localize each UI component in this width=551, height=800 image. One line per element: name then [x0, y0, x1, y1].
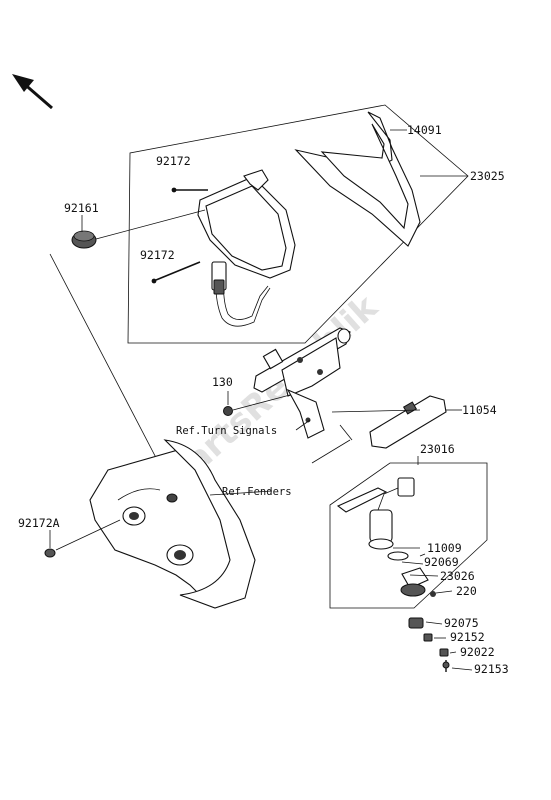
label-11009: 11009	[427, 541, 462, 555]
reflector-bracket	[331, 395, 447, 449]
label-130: 130	[212, 375, 233, 389]
ref-fenders: Ref.Fenders	[222, 486, 292, 498]
screw-92172A	[44, 519, 121, 558]
license-light-group-frame	[329, 462, 488, 609]
taillight-cover	[294, 111, 421, 247]
label-11054: 11054	[462, 403, 497, 417]
taillight-group-frame	[127, 104, 469, 344]
label-92172-top: 92172	[156, 154, 191, 168]
label-92172-mid: 92172	[140, 248, 175, 262]
label-92069: 92069	[424, 555, 459, 569]
screw-92172-mid	[151, 261, 201, 284]
label-23016: 23016	[420, 442, 455, 456]
label-92153: 92153	[474, 662, 509, 676]
screw-92172-top	[171, 187, 208, 193]
label-92161: 92161	[64, 201, 99, 215]
license-bracket	[253, 327, 351, 439]
rear-fender	[89, 439, 256, 609]
front-direction-arrow-icon	[12, 74, 53, 110]
grommet-92161	[71, 209, 206, 249]
label-23025: 23025	[470, 169, 505, 183]
label-92152: 92152	[450, 630, 485, 644]
small-parts-stack	[408, 617, 450, 672]
ref-turn-signals: Ref.Turn Signals	[176, 425, 277, 437]
label-220: 220	[456, 584, 477, 598]
label-92022: 92022	[460, 645, 495, 659]
label-92075: 92075	[444, 616, 479, 630]
label-23026: 23026	[440, 569, 475, 583]
taillight-unit	[197, 169, 296, 327]
label-14091: 14091	[407, 123, 442, 137]
label-92172A: 92172A	[18, 516, 60, 530]
nut-130	[223, 394, 291, 416]
license-light	[336, 477, 436, 597]
